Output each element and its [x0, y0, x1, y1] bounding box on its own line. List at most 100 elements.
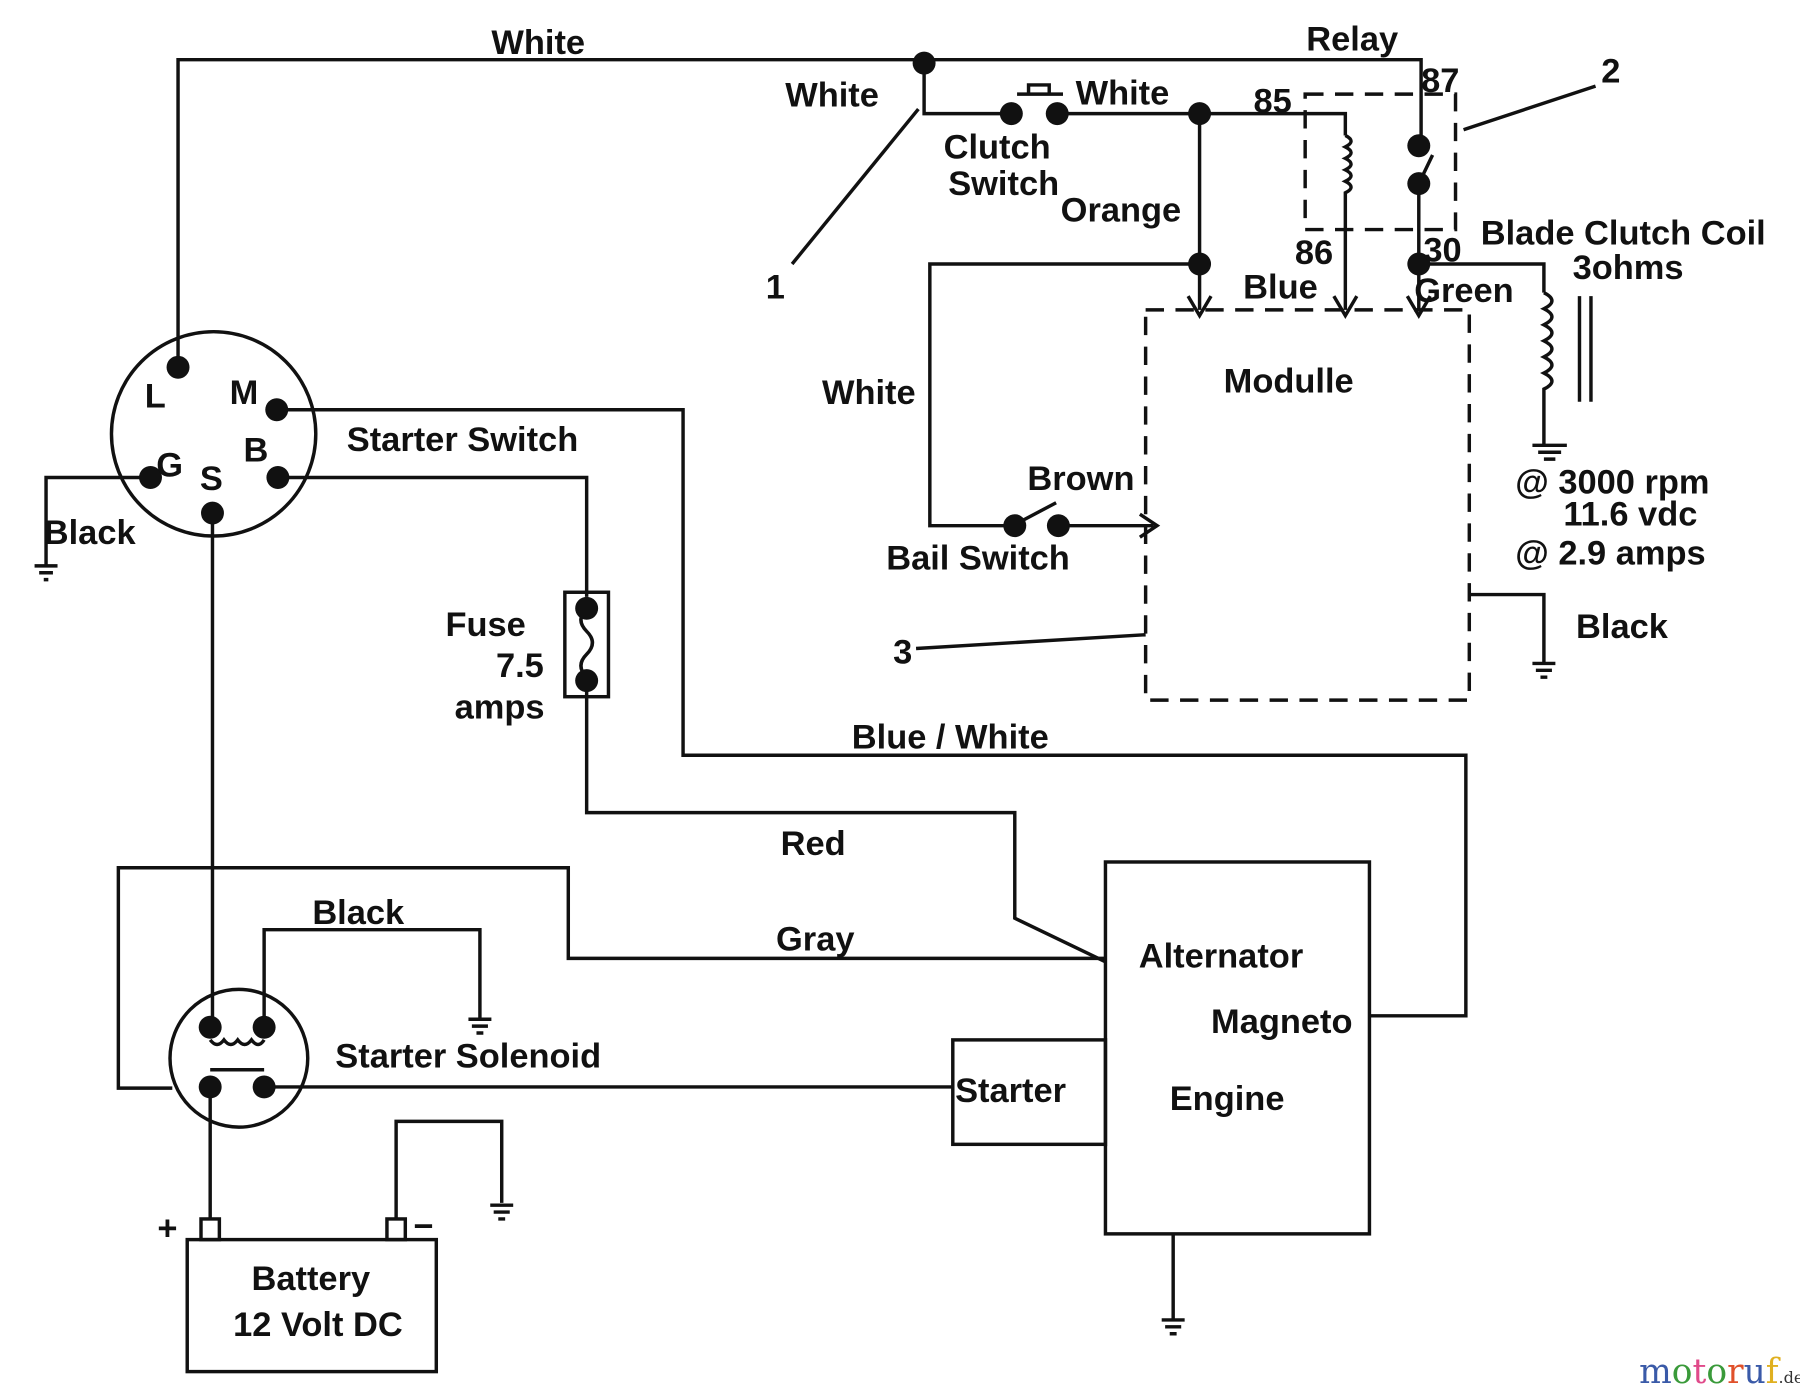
label-plus: +: [157, 1210, 177, 1248]
label-30: 30: [1423, 232, 1461, 270]
callout-leader-2: [1463, 84, 1597, 132]
label-blade-clutch: Blade Clutch Coil: [1481, 214, 1766, 252]
wire-black-ground: [44, 475, 151, 566]
terminal-dot: [265, 398, 289, 422]
label-fuse: Fuse: [445, 606, 525, 644]
label-magneto: Magneto: [1211, 1003, 1353, 1041]
label-alternator: Alternator: [1139, 938, 1303, 976]
label-clutch: Clutch: [944, 128, 1051, 166]
terminal-dot: [198, 1015, 222, 1039]
label-starter-solenoid: Starter Solenoid: [335, 1037, 601, 1075]
ground-icon: [34, 564, 58, 582]
label-86: 86: [1295, 234, 1333, 272]
callout-leader-1: [790, 107, 920, 266]
terminal-dot: [252, 1075, 276, 1099]
label-brown: Brown: [1027, 460, 1134, 498]
ground-icon: [1161, 1318, 1185, 1336]
junction-dot: [1188, 102, 1212, 126]
module-box: [1143, 308, 1472, 702]
fuse-element: [579, 607, 595, 679]
relay-coil: [1332, 133, 1359, 320]
junction-dot: [912, 51, 936, 75]
label-blue: Blue: [1243, 268, 1318, 306]
label-spec-rpm: @ 3000 rpm: [1515, 464, 1709, 502]
label-module: Modulle: [1224, 363, 1354, 401]
label-battery-voltage: 12 Volt DC: [233, 1306, 403, 1344]
label-L: L: [145, 377, 166, 415]
blade-clutch-coil: [1540, 291, 1593, 446]
label-black-ground: Black: [44, 514, 137, 552]
ground-icon: [1532, 443, 1567, 461]
label-fuse-amps: amps: [455, 689, 545, 727]
starter-box: [951, 1038, 1108, 1147]
grounds: [34, 443, 1567, 1336]
label-B: B: [243, 431, 268, 469]
label-G: G: [156, 446, 183, 484]
wire-green: [1418, 262, 1546, 293]
solenoid-coil: [208, 1037, 266, 1072]
terminal-dot: [252, 1015, 276, 1039]
label-85: 85: [1254, 82, 1292, 120]
relay-box: [1303, 92, 1458, 232]
terminal-dot: [575, 596, 599, 620]
watermark-text: motoruf.de: [1639, 1352, 1800, 1392]
terminal-dot: [1003, 514, 1027, 538]
ground-icon: [468, 1017, 492, 1035]
label-relay: Relay: [1306, 21, 1398, 59]
label-minus: −: [413, 1207, 433, 1245]
wire-blue-white: [276, 408, 1468, 1018]
terminal-dot: [575, 669, 599, 693]
callout-leader-3: [915, 633, 1146, 651]
fuse: [563, 590, 611, 699]
watermark-logo: motoruf.de: [1639, 1352, 1800, 1392]
label-spec-amps: @ 2.9 amps: [1515, 535, 1705, 573]
label-black-solenoid: Black: [312, 894, 405, 932]
label-87: 87: [1421, 62, 1459, 100]
starter-solenoid: [168, 987, 310, 1129]
engine-box: [1103, 860, 1372, 1236]
label-starter: Starter: [955, 1072, 1066, 1110]
battery-neg-terminal: [385, 1217, 408, 1242]
terminal-dot: [139, 466, 162, 489]
terminal-dot: [1046, 514, 1070, 538]
starter-switch: [109, 329, 318, 538]
wire-white-clutch: [922, 63, 1348, 136]
label-S: S: [200, 460, 223, 498]
labels: White White White Relay 85 87 2 Clutch S…: [44, 21, 1766, 1345]
label-fuse-rating: 7.5: [496, 647, 544, 685]
label-gray: Gray: [776, 920, 854, 958]
wire-black-module: [1469, 592, 1546, 664]
wire-orange: [1186, 113, 1213, 320]
components: [109, 84, 1597, 1374]
wire-battery-neg: [394, 1119, 504, 1221]
label-bail-switch: Bail Switch: [886, 539, 1070, 577]
wires: [44, 57, 1593, 1320]
callout-1: 1: [766, 268, 785, 306]
wire-white-top: [176, 57, 1423, 368]
label-black-module: Black: [1576, 608, 1669, 646]
terminal-dot: [1407, 134, 1431, 158]
clutch-plunger: [1017, 83, 1063, 96]
label-battery: Battery: [252, 1260, 371, 1298]
terminal-dot: [1407, 172, 1431, 196]
terminal-dot: [201, 501, 224, 525]
battery-pos-terminal: [199, 1217, 222, 1242]
label-engine: Engine: [1170, 1080, 1285, 1118]
label-M: M: [230, 374, 259, 412]
label-switch: Switch: [948, 165, 1059, 203]
label-white-clutch: White: [785, 77, 879, 115]
label-orange: Orange: [1061, 192, 1182, 230]
label-white-top: White: [491, 24, 585, 62]
terminal-dot: [198, 1075, 222, 1099]
label-green: Green: [1414, 272, 1513, 310]
junction-dot: [1188, 252, 1212, 276]
terminal-dot: [999, 102, 1023, 126]
junction-dot: [1407, 252, 1431, 276]
wire-red: [277, 475, 1107, 964]
callout-3: 3: [893, 633, 912, 671]
terminal-dot: [166, 355, 190, 379]
label-white-relay: White: [1076, 74, 1170, 112]
ground-icon: [1532, 661, 1556, 679]
label-blue-white: Blue / White: [852, 718, 1049, 756]
